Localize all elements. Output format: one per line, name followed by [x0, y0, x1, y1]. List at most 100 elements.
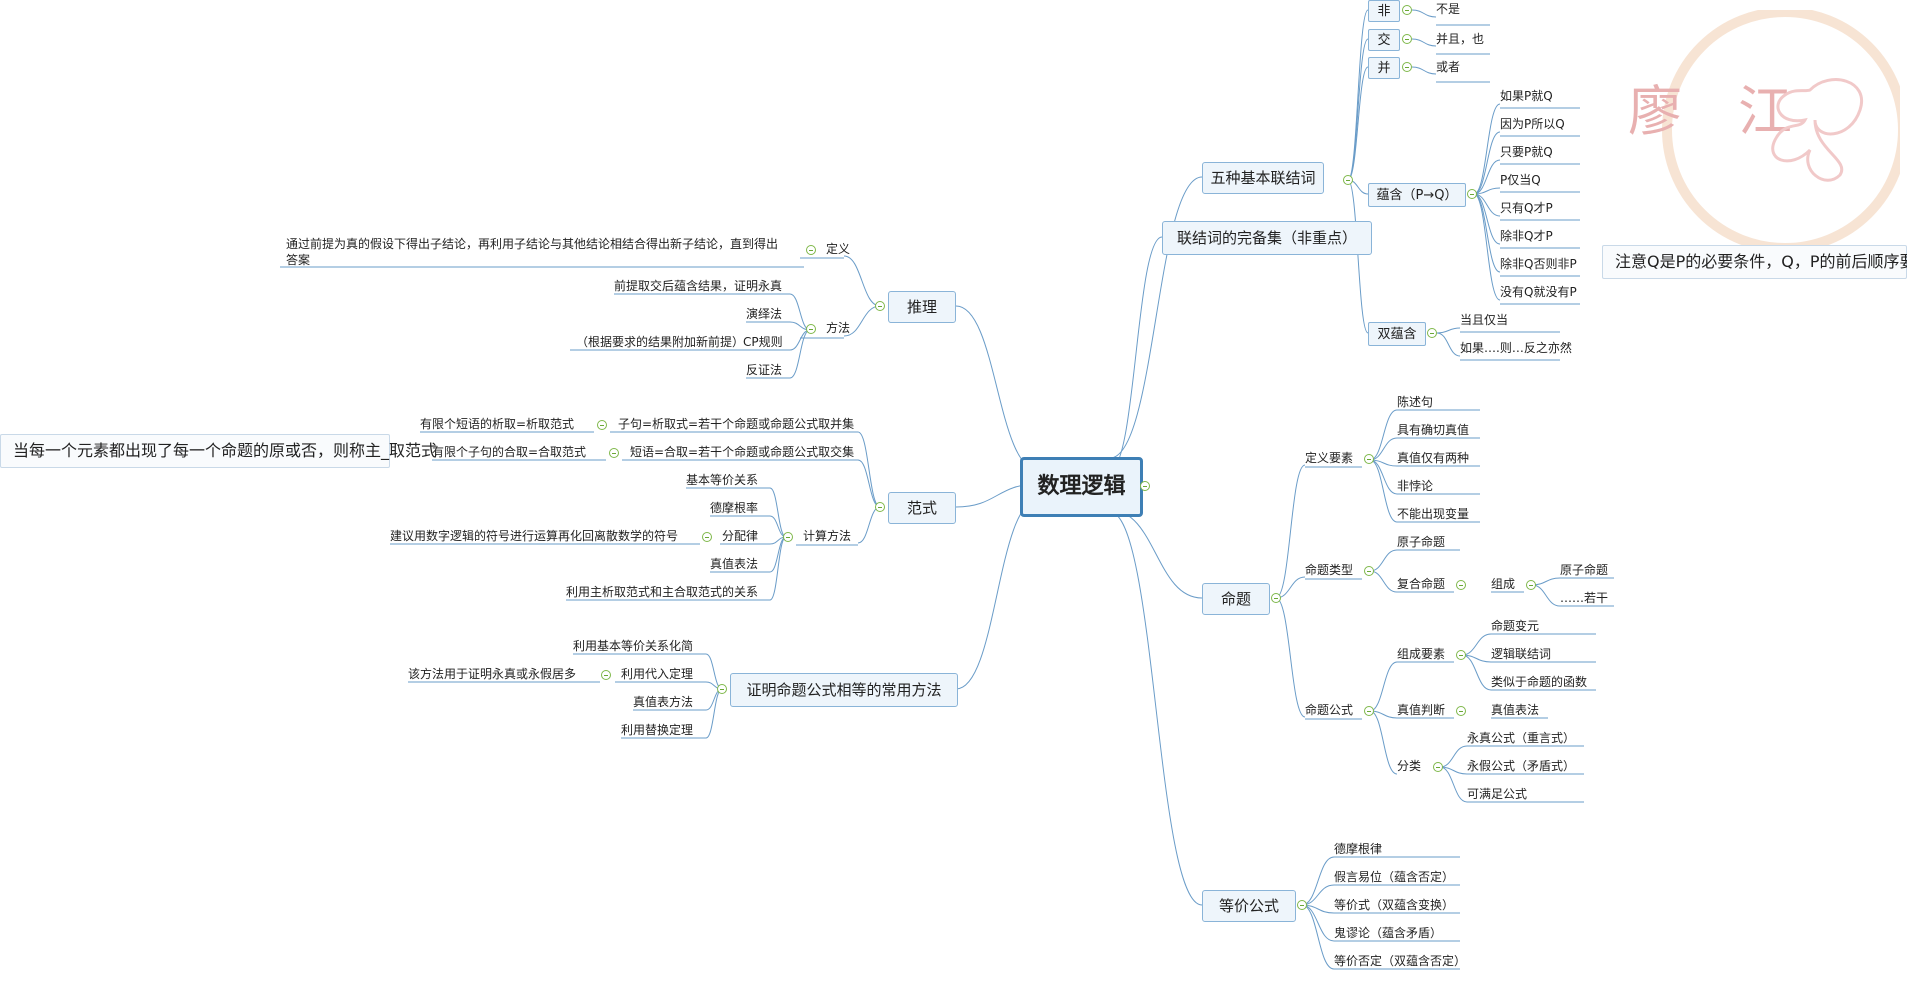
elements-label[interactable]: 组成要素 — [1397, 647, 1446, 661]
connector — [955, 499, 1039, 690]
connector — [1436, 332, 1461, 357]
collapse-icon[interactable] — [1364, 454, 1374, 464]
collapse-icon[interactable] — [1456, 650, 1466, 660]
proof-item: 真值表方法 — [633, 695, 694, 709]
method-label[interactable]: 方法 — [826, 321, 851, 335]
compose-item: 原子命题 — [1560, 563, 1609, 577]
inference-node[interactable]: 推理 — [888, 291, 956, 323]
collapse-icon[interactable] — [1271, 593, 1281, 603]
collapse-icon[interactable] — [1364, 706, 1374, 716]
connector — [1369, 710, 1398, 719]
clause-note: 有限个短语的析取=析取范式 — [420, 417, 575, 431]
definition-item: 具有确切真值 — [1397, 423, 1470, 437]
collapse-icon[interactable] — [1402, 34, 1412, 44]
collapse-icon[interactable] — [1364, 566, 1374, 576]
types-compound[interactable]: 复合命题 — [1397, 577, 1446, 591]
definition-text: 通过前提为真的假设下得出子结论，再利用子结论与其他结论相结合得出新子结论，直到得… — [286, 237, 779, 267]
complete-set-node[interactable]: 联结词的完备集（非重点） — [1162, 221, 1372, 255]
collapse-icon[interactable] — [1427, 328, 1437, 338]
collapse-icon[interactable] — [1526, 580, 1536, 590]
connector — [857, 506, 881, 544]
collapse-icon[interactable] — [783, 532, 793, 542]
implies-item: 只有Q才P — [1500, 201, 1553, 215]
formula-label[interactable]: 命题公式 — [1305, 703, 1354, 717]
classify-label[interactable]: 分类 — [1397, 759, 1422, 773]
collapse-icon[interactable] — [875, 301, 885, 311]
types-compose[interactable]: 组成 — [1491, 577, 1516, 591]
connector — [1473, 131, 1501, 195]
connector — [1275, 597, 1306, 718]
collapse-icon[interactable] — [717, 684, 727, 694]
connector — [1369, 549, 1398, 572]
main-form-note[interactable]: 当每一个元素都出现了每一个命题的原或否，则称主_取范式 — [0, 434, 437, 468]
connector — [1461, 654, 1492, 691]
collapse-icon[interactable] — [875, 502, 885, 512]
collapse-icon[interactable] — [1343, 175, 1353, 185]
connector — [789, 329, 811, 379]
connector — [1473, 193, 1501, 301]
connector — [1369, 459, 1398, 523]
svg-text:廖: 廖 — [1628, 80, 1682, 143]
equivalence-item: 等价式（双蕴含变换） — [1334, 898, 1455, 912]
connector — [1461, 633, 1492, 656]
classify-item: 可满足公式 — [1467, 787, 1528, 801]
equivalence-node[interactable]: 等价公式 — [1202, 890, 1296, 922]
collapse-icon[interactable] — [806, 324, 816, 334]
definition-label[interactable]: 定义 — [826, 242, 851, 256]
collapse-icon[interactable] — [597, 420, 607, 430]
normal-form-node[interactable]: 范式 — [888, 492, 956, 524]
proposition-node[interactable]: 命题 — [1202, 583, 1270, 615]
types-atomic: 原子命题 — [1397, 535, 1446, 549]
connector — [1347, 9, 1369, 181]
collapse-icon[interactable] — [1456, 580, 1466, 590]
compose-item: ……若干 — [1560, 591, 1609, 605]
elements-item: 逻辑联结词 — [1491, 647, 1552, 661]
method-item: 演绎法 — [746, 307, 783, 321]
collapse-icon[interactable] — [1402, 62, 1412, 72]
definition-label[interactable]: 定义要素 — [1305, 451, 1354, 465]
connectives-node[interactable]: 五种基本联结词 — [1202, 162, 1324, 194]
classify-item: 永真公式（重言式） — [1467, 731, 1576, 745]
connector — [1109, 509, 1203, 599]
truth-label[interactable]: 真值判断 — [1397, 703, 1446, 717]
collapse-icon[interactable] — [1297, 900, 1307, 910]
phrase: 短语=合取=若干个命题或命题公式取交集 — [630, 445, 855, 459]
op-or-meaning: 或者 — [1436, 60, 1461, 74]
connector — [1347, 179, 1369, 334]
collapse-icon[interactable] — [601, 670, 611, 680]
types-label[interactable]: 命题类型 — [1305, 563, 1354, 577]
definition-item: 不能出现变量 — [1397, 507, 1470, 521]
root-node[interactable]: 数理逻辑 — [1020, 457, 1143, 517]
collapse-icon[interactable] — [806, 245, 816, 255]
proof-node[interactable]: 证明命题公式相等的常用方法 — [730, 673, 958, 707]
watermark-logo: 廖 江 — [1628, 10, 1900, 253]
collapse-icon[interactable] — [1467, 189, 1477, 199]
cp-note: （根据要求的结果附加新前提） — [576, 335, 745, 349]
connector — [1275, 464, 1306, 599]
iff-item: 当且仅当 — [1460, 313, 1509, 327]
connector — [1439, 766, 1468, 803]
method-item: 反证法 — [746, 363, 783, 377]
proof-sub-note: 该方法用于证明永真或永假居多 — [408, 667, 577, 681]
implies-note[interactable]: 注意Q是P的必要条件，Q，P的前后顺序要注 — [1602, 245, 1907, 279]
collapse-icon[interactable] — [1140, 481, 1150, 491]
collapse-icon[interactable] — [1433, 762, 1443, 772]
connector — [1473, 103, 1501, 195]
connector — [1347, 38, 1369, 181]
op-implies[interactable]: 蕴含（P→Q） — [1368, 183, 1466, 207]
clause: 子句=析取式=若干个命题或命题公式取并集 — [618, 417, 855, 431]
collapse-icon[interactable] — [609, 448, 619, 458]
op-or[interactable]: 并 — [1368, 57, 1400, 79]
collapse-icon[interactable] — [1456, 706, 1466, 716]
calc-label[interactable]: 计算方法 — [803, 529, 852, 543]
op-and[interactable]: 交 — [1368, 29, 1400, 51]
collapse-icon[interactable] — [702, 532, 712, 542]
collapse-icon[interactable] — [1402, 5, 1412, 15]
connector — [1301, 884, 1335, 906]
calc-item: 分配律 — [722, 529, 759, 543]
implies-item: P仅当Q — [1500, 173, 1541, 187]
method-item: 前提取交后蕴含结果，证明永真 — [614, 279, 783, 293]
connector — [843, 255, 881, 307]
op-not[interactable]: 非 — [1368, 0, 1400, 22]
op-iff[interactable]: 双蕴含 — [1368, 322, 1426, 346]
